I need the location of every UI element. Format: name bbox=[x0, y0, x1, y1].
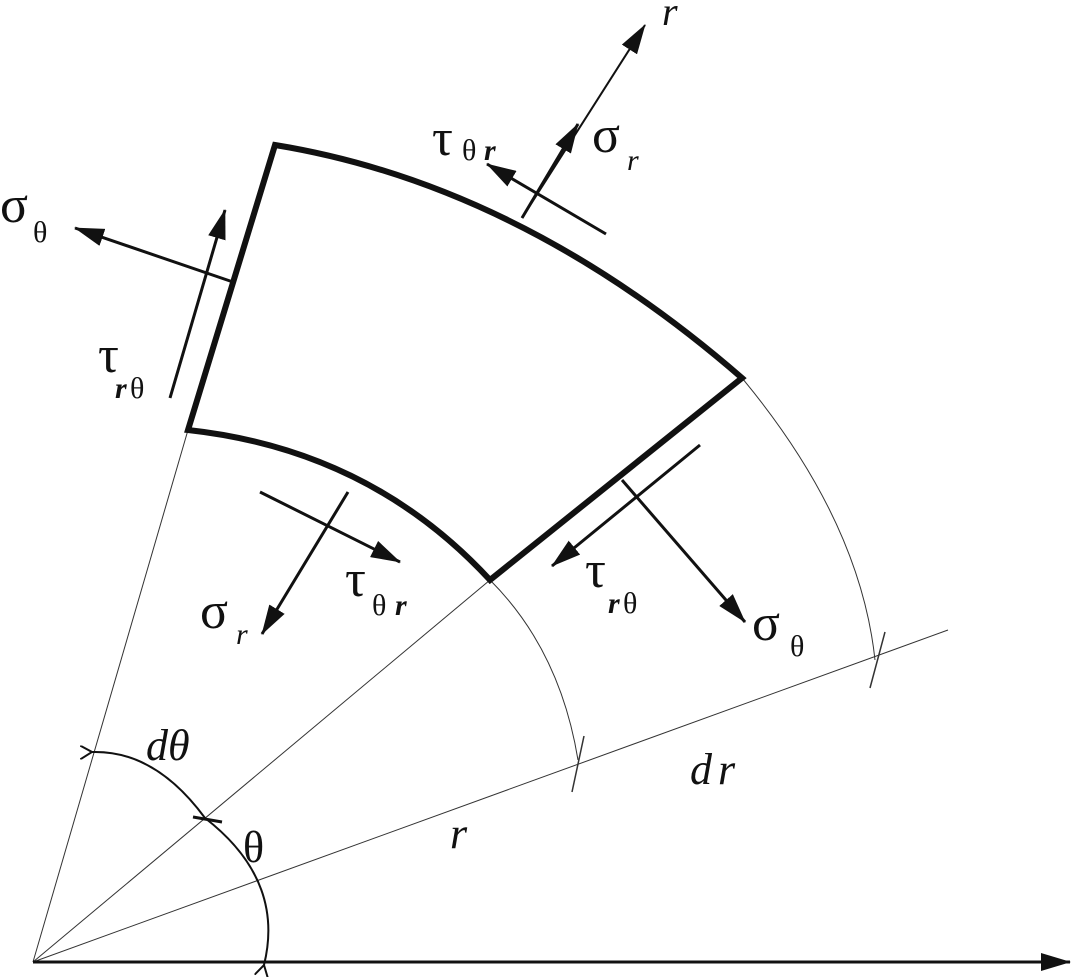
tau-r-theta-right-symbol: τ bbox=[585, 542, 606, 599]
theta-angle-arc bbox=[204, 817, 270, 965]
sigma-r-outer-symbol: σ bbox=[592, 107, 620, 164]
tau-theta-r-inner-subscript-theta: θ bbox=[372, 589, 386, 622]
mid-radial-line bbox=[32, 579, 491, 963]
tau-theta-r-outer-subscript-theta: θ bbox=[462, 134, 476, 167]
arc-to-inner-corner bbox=[489, 579, 579, 761]
sigma-theta-right-subscript: θ bbox=[790, 630, 804, 663]
sigma-theta-left-subscript: θ bbox=[33, 216, 47, 249]
radial-reference-line bbox=[32, 629, 949, 963]
tau-r-theta-left-symbol: τ bbox=[98, 327, 119, 384]
tau-r-theta-right-subscript-theta: θ bbox=[623, 587, 637, 620]
tau-r-theta-left-subscript-theta: θ bbox=[130, 372, 144, 405]
tau-r-theta-right-arrow bbox=[551, 443, 701, 568]
arc-to-outer-corner bbox=[741, 377, 876, 661]
tau-theta-r-outer-arrow bbox=[486, 162, 607, 236]
d-theta-label: dθ bbox=[146, 721, 190, 770]
stress-arrows bbox=[74, 123, 747, 635]
tau-theta-r-outer-subscript-r: r bbox=[484, 134, 496, 167]
sigma-theta-right-arrow bbox=[620, 479, 747, 623]
sigma-r-inner-arrow bbox=[260, 491, 350, 635]
sigma-r-inner-symbol: σ bbox=[200, 583, 228, 640]
sigma-r-inner-subscript: r bbox=[236, 618, 248, 651]
sigma-theta-right-symbol: σ bbox=[752, 595, 780, 652]
left-radial-line bbox=[32, 429, 189, 963]
r-axis-label: r bbox=[662, 0, 678, 34]
radius-r-label: r bbox=[450, 809, 468, 858]
sigma-r-outer-subscript: r bbox=[627, 144, 639, 177]
tau-r-theta-right-subscript-r: r bbox=[608, 587, 620, 620]
d-theta-angle-arc bbox=[92, 752, 206, 819]
angle-vertex-tick bbox=[192, 815, 223, 824]
sigma-r-outer-arrow bbox=[520, 123, 580, 219]
construction-lines bbox=[32, 377, 949, 963]
tau-theta-r-outer-symbol: τ bbox=[432, 110, 453, 167]
tick-dr bbox=[869, 631, 886, 689]
stress-element-outline bbox=[184, 141, 747, 585]
dr-label: dr bbox=[690, 745, 741, 794]
sigma-theta-left-arrow bbox=[74, 226, 234, 284]
tau-r-theta-left-subscript-r: r bbox=[115, 372, 127, 405]
tick-r bbox=[571, 735, 585, 793]
theta-label: θ bbox=[243, 823, 264, 872]
tau-r-theta-left-arrow bbox=[168, 209, 227, 399]
tau-theta-r-inner-symbol: τ bbox=[345, 551, 366, 608]
tau-theta-r-inner-subscript-r: r bbox=[395, 589, 407, 622]
tau-theta-r-inner-arrow bbox=[259, 490, 401, 564]
sigma-theta-left-symbol: σ bbox=[0, 177, 28, 234]
